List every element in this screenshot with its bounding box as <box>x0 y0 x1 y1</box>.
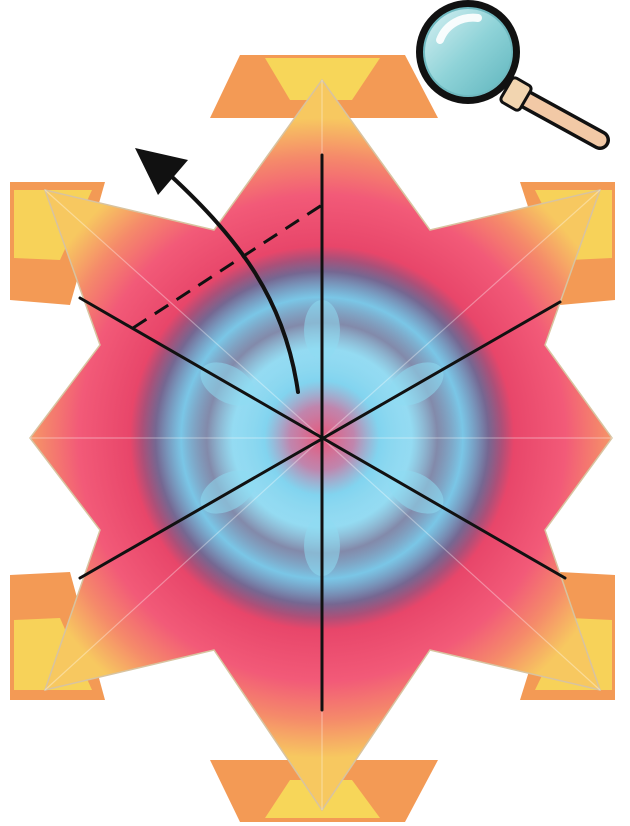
magnifier-icon <box>416 0 600 140</box>
